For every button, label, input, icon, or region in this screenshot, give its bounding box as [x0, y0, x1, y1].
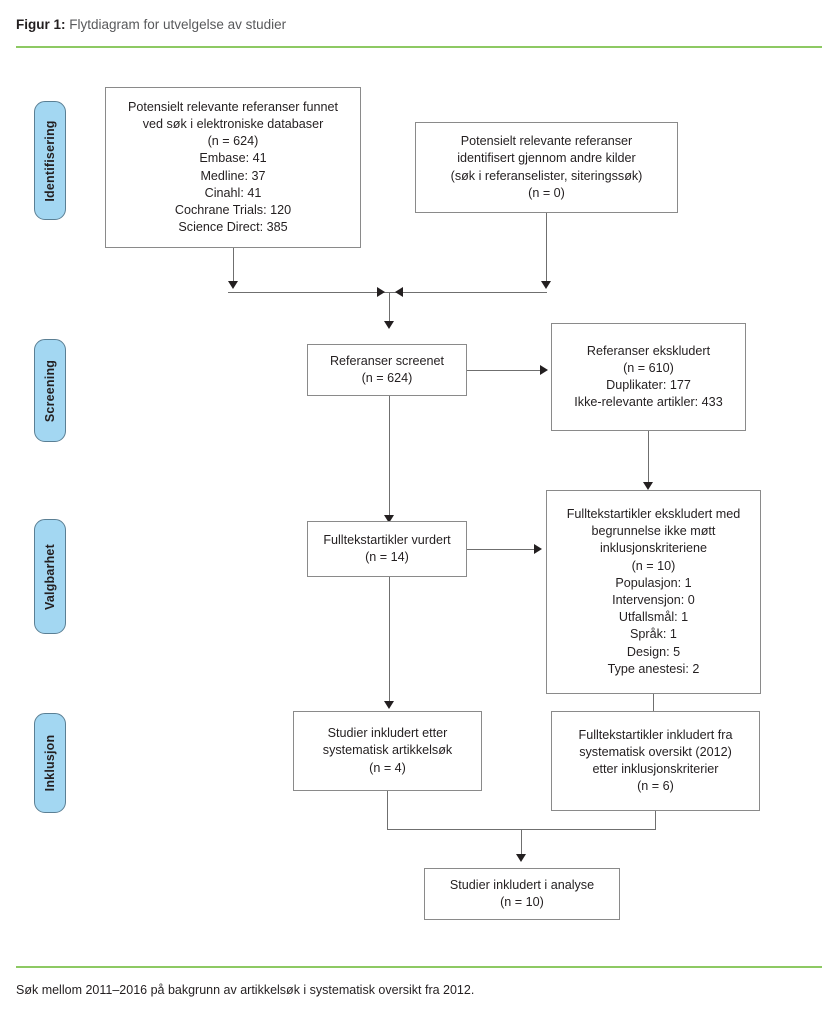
arrowhead-merge-down — [384, 321, 394, 329]
connector-database-down — [233, 248, 234, 284]
connector-excluded-to-review — [653, 694, 654, 712]
box-fulltext-assessed: Fulltekstartikler vurdert (n = 14) — [307, 521, 467, 577]
figure-header: Figur 1: Flytdiagram for utvelgelse av s… — [16, 16, 286, 34]
box-other-sources-text: Potensielt relevante referanser identifi… — [450, 134, 643, 200]
box-database-search-text: Potensielt relevante referanser funnet v… — [127, 99, 339, 235]
arrowhead-database-down — [228, 281, 238, 289]
stage-tab-identifisering: Identifisering — [34, 101, 66, 220]
box-included-analysis-text: Studier inkludert i analyse (n = 10) — [449, 877, 595, 909]
connector-included-review-down — [655, 811, 656, 829]
divider-bottom — [16, 966, 822, 968]
arrowhead-merge-right — [377, 287, 385, 297]
connector-merge-bar — [228, 292, 547, 293]
box-records-screened: Referanser screenet (n = 624) — [307, 344, 467, 396]
box-included-from-review: Fulltekstartikler inkludert fra systemat… — [551, 711, 760, 811]
connector-other-sources-down — [546, 213, 547, 284]
arrowhead-merge-left — [395, 287, 403, 297]
connector-assessed-to-excluded — [467, 549, 537, 550]
stage-tab-valgbarhet: Valgbarhet — [34, 519, 66, 634]
arrowhead-other-sources-down — [541, 281, 551, 289]
stage-tab-screening: Screening — [34, 339, 66, 442]
stage-label-screening: Screening — [43, 359, 57, 422]
connector-merge-down — [389, 292, 390, 325]
arrowhead-assessed-down — [384, 701, 394, 709]
stage-tab-inklusjon: Inklusjon — [34, 713, 66, 813]
arrowhead-screened-down — [384, 515, 394, 523]
arrowhead-assessed-to-excluded — [534, 544, 542, 554]
box-records-screened-text: Referanser screenet (n = 624) — [329, 353, 445, 385]
divider-top — [16, 46, 822, 48]
figure-caption: Flytdiagram for utvelgelse av studier — [69, 17, 287, 32]
connector-excluded-down — [648, 431, 649, 486]
connector-screened-to-excluded — [467, 370, 542, 371]
box-included-from-review-text: Fulltekstartikler inkludert fra systemat… — [578, 727, 733, 794]
box-fulltext-assessed-text: Fulltekstartikler vurdert (n = 14) — [323, 532, 451, 564]
box-database-search: Potensielt relevante referanser funnet v… — [105, 87, 361, 248]
stage-label-valgbarhet: Valgbarhet — [43, 543, 57, 610]
box-records-excluded-text: Referanser ekskludert (n = 610) Duplikat… — [574, 343, 723, 410]
connector-bottom-merge-down — [521, 829, 522, 858]
box-included-new-search-text: Studier inkludert etter systematisk arti… — [322, 726, 453, 775]
connector-assessed-down — [389, 577, 390, 704]
box-fulltext-excluded-text: Fulltekstartikler ekskludert med begrunn… — [566, 506, 741, 676]
box-other-sources: Potensielt relevante referanser identifi… — [415, 122, 678, 213]
box-fulltext-excluded: Fulltekstartikler ekskludert med begrunn… — [546, 490, 761, 694]
arrowhead-excluded-down — [643, 482, 653, 490]
connector-screened-down — [389, 396, 390, 518]
stage-label-inklusjon: Inklusjon — [43, 734, 57, 792]
arrowhead-screened-to-excluded — [540, 365, 548, 375]
figure-label: Figur 1: — [16, 17, 66, 32]
box-records-excluded: Referanser ekskludert (n = 610) Duplikat… — [551, 323, 746, 431]
box-included-analysis: Studier inkludert i analyse (n = 10) — [424, 868, 620, 920]
connector-included-new-down — [387, 791, 388, 829]
arrowhead-bottom-merge-down — [516, 854, 526, 862]
box-included-new-search: Studier inkludert etter systematisk arti… — [293, 711, 482, 791]
figure-footnote: Søk mellom 2011–2016 på bakgrunn av arti… — [16, 983, 475, 997]
stage-label-identifisering: Identifisering — [43, 119, 57, 202]
